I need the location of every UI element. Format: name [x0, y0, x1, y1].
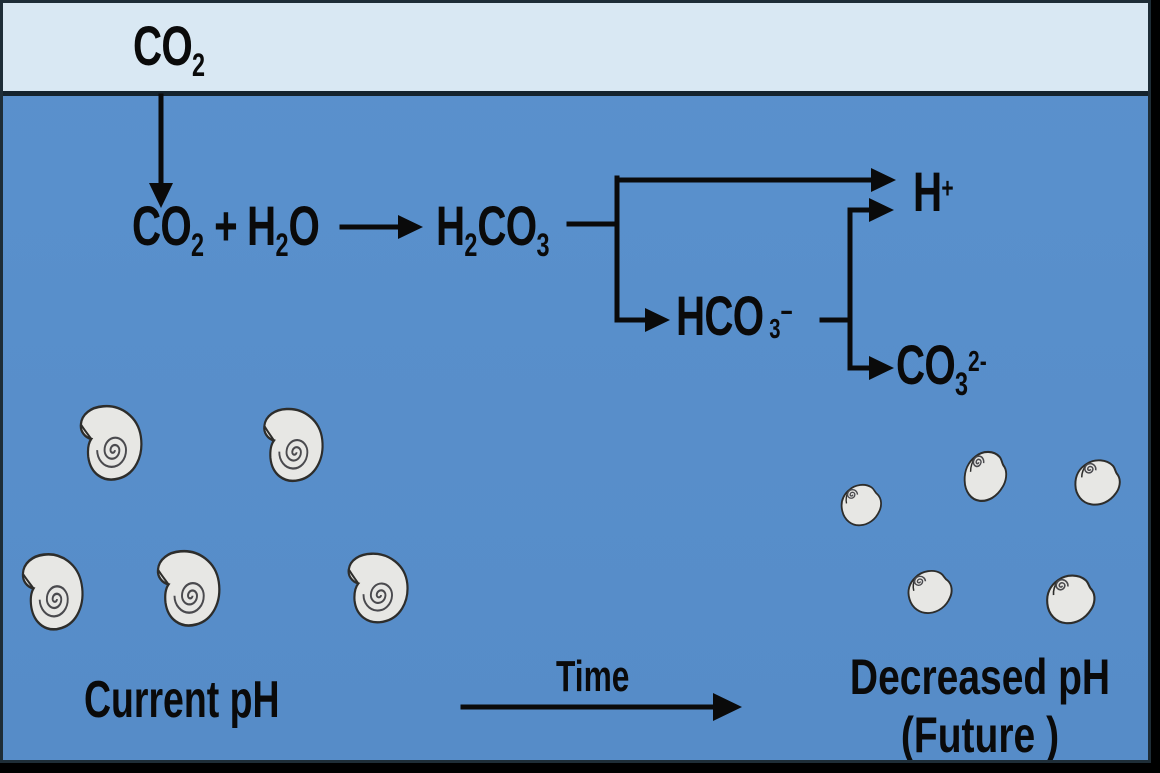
h-ion-arrowhead-2 [869, 198, 894, 222]
carbonate-main: CO [896, 333, 956, 396]
h2co3-co: CO [477, 194, 537, 257]
healthy-shell [337, 548, 414, 632]
co2-main: CO [133, 14, 193, 77]
reaction-arrowhead [398, 215, 423, 239]
spiral-shell-icon [149, 547, 224, 634]
carbonate-charge: 2- [968, 345, 987, 378]
co2-subscript: 2 [192, 47, 206, 84]
eroded-shell-icon [833, 479, 885, 531]
decreased-ph-label: Decreased pH (Future ) [810, 648, 1150, 764]
h-ion-main: H [913, 160, 942, 223]
spiral-shell-icon [13, 549, 88, 639]
hco3-subscript: 3 [769, 313, 781, 345]
h-ion-arrowhead-1 [871, 168, 896, 192]
h2co3-branch-lines [566, 175, 875, 323]
hco3-branch-lines [819, 207, 875, 371]
carbonate-arrowhead [869, 356, 894, 380]
reactants-formula: CO2+H2O [132, 198, 320, 262]
time-label: Time [556, 652, 630, 701]
h-ion-formula: H+ [913, 164, 954, 220]
h2o-o: O [288, 194, 320, 257]
future-line: (Future ) [900, 707, 1060, 763]
decreased-ph-line: Decreased pH [849, 649, 1111, 705]
eroded-shell-icon [898, 564, 957, 620]
healthy-shell [13, 549, 88, 639]
eroded-shell-icon [1033, 564, 1103, 634]
carbonate-subscript: 3 [955, 366, 969, 403]
hco3-arrowhead [645, 308, 670, 332]
atmosphere-band [0, 0, 1151, 96]
h2co3-subscript-3: 3 [536, 227, 550, 264]
h2co3-h: H [436, 194, 465, 257]
healthy-shell [72, 402, 146, 488]
eroded-shell [898, 564, 957, 620]
eroded-shell [951, 440, 1015, 512]
eroded-shell [1033, 564, 1103, 634]
time-arrowhead [713, 693, 742, 721]
hco3-main: HCO [676, 284, 764, 347]
healthy-shell [254, 404, 329, 490]
co2-dissolution-arrowhead [149, 183, 173, 208]
co2-main: CO [132, 194, 192, 257]
spiral-shell-icon [337, 548, 414, 632]
eroded-shell [833, 479, 885, 531]
co2-subscript: 2 [191, 227, 205, 264]
hco3-charge: − [780, 296, 793, 329]
h2o-formula: H2O [247, 194, 320, 262]
eroded-shell-icon [951, 440, 1015, 512]
spiral-shell-icon [254, 404, 329, 490]
carbonate-formula: CO32- [896, 337, 987, 401]
spiral-shell-icon [72, 402, 146, 488]
h2co3-subscript-2: 2 [464, 227, 478, 264]
current-ph-label: Current pH [84, 671, 280, 729]
h-ion-charge: + [941, 172, 954, 205]
eroded-shell [1061, 448, 1130, 517]
healthy-shell [149, 547, 224, 634]
h2o-h: H [247, 194, 276, 257]
eroded-shell-icon [1061, 448, 1130, 517]
h2o-subscript: 2 [275, 227, 289, 264]
co2-formula: CO2 [132, 194, 204, 262]
h2co3-formula: H2CO3 [436, 198, 549, 262]
reaction-connectors [0, 0, 1151, 763]
plus-operator: + [214, 194, 238, 257]
atmospheric-co2-label: CO2 [133, 18, 205, 82]
